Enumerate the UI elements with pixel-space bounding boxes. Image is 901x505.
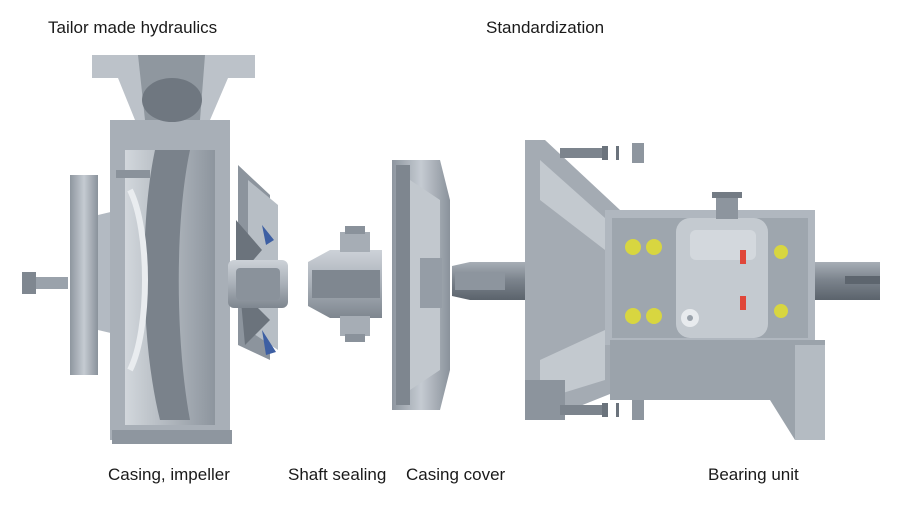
header-standardization: Standardization [486, 18, 605, 37]
impeller [228, 165, 288, 360]
shaft-sealing [308, 226, 382, 342]
bearing-unit [525, 140, 825, 440]
casing-cover [392, 160, 450, 410]
label-bearing-unit: Bearing unit [708, 465, 799, 484]
label-casing-cover: Casing cover [406, 465, 506, 484]
fastener-bolts [560, 143, 644, 420]
label-casing-impeller: Casing, impeller [108, 465, 230, 484]
pump-casing [22, 55, 255, 444]
header-tailor-made-hydraulics: Tailor made hydraulics [48, 18, 218, 37]
label-shaft-sealing: Shaft sealing [288, 465, 387, 484]
bearing-balls-right [774, 245, 788, 318]
bearing-balls-left [625, 239, 662, 324]
